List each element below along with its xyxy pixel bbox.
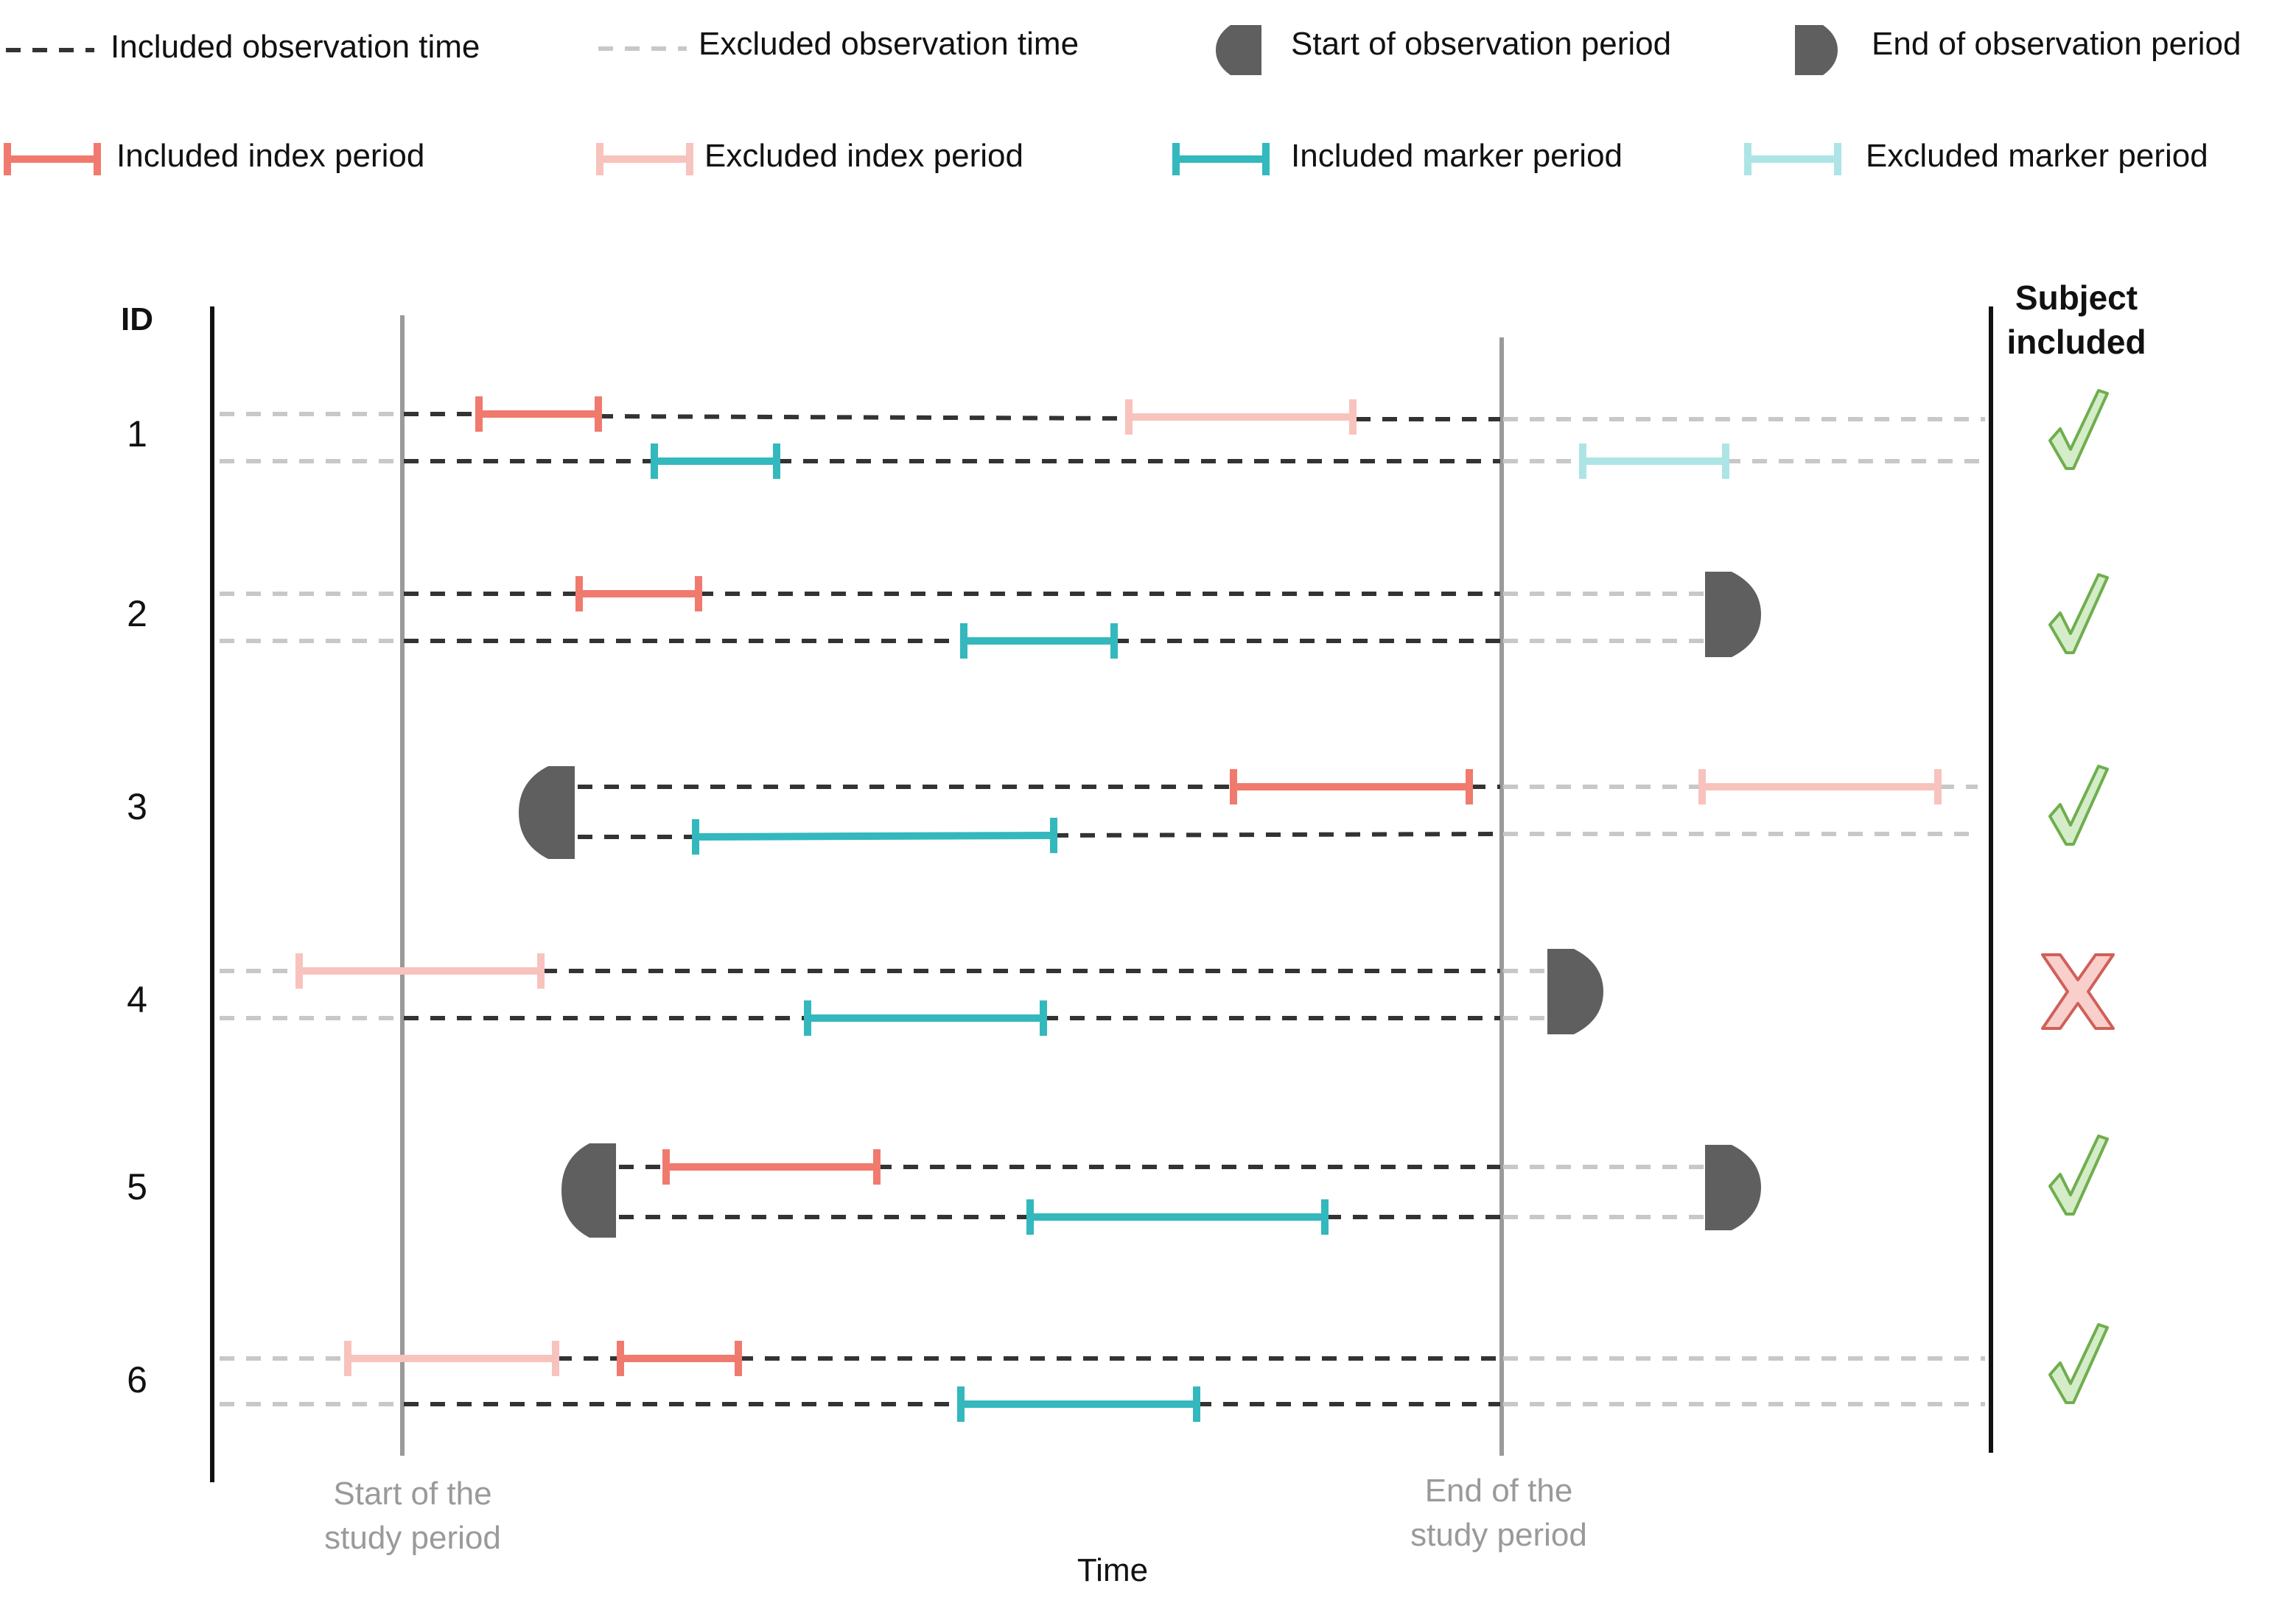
study-end-label-line2: study period [1410,1517,1587,1553]
included-marker-period [960,623,1118,659]
observation-segments [220,592,1704,643]
legend-included-marker-symbol [1172,143,1270,175]
legend-excluded-index-label: Excluded index period [704,138,1023,174]
legend-item-excluded-marker: Excluded marker period [1744,138,2208,175]
observation-segments [220,969,1544,1020]
subject-id-label: 4 [127,979,147,1020]
included-marker-period [804,1000,1047,1036]
subject-id-labels: 1 2 3 4 5 6 [127,413,147,1400]
start-observation-cap [561,1143,616,1238]
legend-item-end-observation: End of observation period [1795,25,2241,75]
legend-item-included-marker: Included marker period [1172,138,1623,175]
study-start-label-line2: study period [324,1520,501,1556]
legend-item-excluded-index: Excluded index period [596,138,1023,175]
included-marker-period [651,443,780,479]
subject-included-header-line2: included [2006,323,2146,361]
frame: ID Subject included Start of the study p… [121,278,2146,1588]
legend-end-cap-icon [1795,25,1838,75]
excluded-index-period [344,1341,559,1376]
subject-id-label: 6 [127,1359,147,1400]
subject-id-label: 5 [127,1166,147,1207]
subject-id-label: 1 [127,413,147,455]
legend-excluded-marker-symbol [1744,143,1841,175]
legend-item-included-index: Included index period [4,138,424,175]
legend-end-observation-label: End of observation period [1872,26,2241,62]
inclusion-marks [2041,389,2115,1404]
included-marker-period [1026,1199,1329,1235]
check-icon [2048,1323,2109,1404]
included-observation-segment [1053,832,1501,838]
excluded-marker-period [1579,443,1729,479]
included-index-period [662,1149,881,1185]
subject-4-timeline [220,949,1603,1036]
legend-item-excluded-observation: Excluded observation time [598,26,1079,62]
legend-included-observation-label: Included observation time [111,29,480,65]
subject-included-header-line1: Subject [2015,278,2138,317]
legend-start-observation-label: Start of observation period [1291,26,1671,62]
study-start-label-line1: Start of the [333,1476,491,1512]
legend-excluded-index-symbol [596,143,693,175]
end-observation-cap [1705,1145,1761,1230]
observation-segments [578,785,1978,839]
legend-item-start-observation: Start of observation period [1216,25,1671,75]
included-marker-period [957,1386,1200,1422]
legend-excluded-marker-label: Excluded marker period [1866,138,2208,174]
excluded-index-period [1698,769,1942,804]
observation-segments [220,412,1985,463]
included-index-period [617,1341,742,1376]
check-icon [2048,389,2109,470]
check-icon [2048,573,2109,654]
time-axis-label: Time [1077,1552,1148,1588]
id-header: ID [121,301,153,337]
study-end-label-line1: End of the [1425,1473,1573,1509]
legend-included-index-symbol [4,143,101,175]
check-icon [2048,1135,2109,1216]
subject-id-label: 3 [127,786,147,827]
excluded-index-period [1125,399,1357,435]
subject-2-timeline [220,572,1761,659]
included-index-period [575,576,702,611]
legend-included-index-label: Included index period [116,138,424,174]
end-observation-cap [1547,949,1603,1034]
included-index-period [1230,769,1473,804]
start-observation-cap [519,766,575,859]
included-marker-period [692,818,1057,855]
cross-icon [2041,953,2115,1030]
legend-item-included-observation: Included observation time [6,29,480,65]
end-observation-cap [1705,572,1761,657]
legend: Included observation time Excluded obser… [4,25,2241,175]
observation-segments [619,1165,1704,1219]
excluded-index-period [295,953,545,989]
legend-excluded-observation-label: Excluded observation time [699,26,1079,62]
subject-id-label: 2 [127,593,147,634]
subject-6-timeline [220,1341,1985,1422]
subject-1-timeline [220,396,1985,479]
included-index-period [475,396,602,432]
included-observation-segment [598,414,1130,421]
check-icon [2048,765,2109,846]
subject-3-timeline [519,766,1978,859]
observation-segments [220,1356,1985,1406]
legend-start-cap-icon [1216,25,1261,75]
legend-included-marker-label: Included marker period [1291,138,1623,174]
subject-5-timeline [561,1143,1761,1238]
